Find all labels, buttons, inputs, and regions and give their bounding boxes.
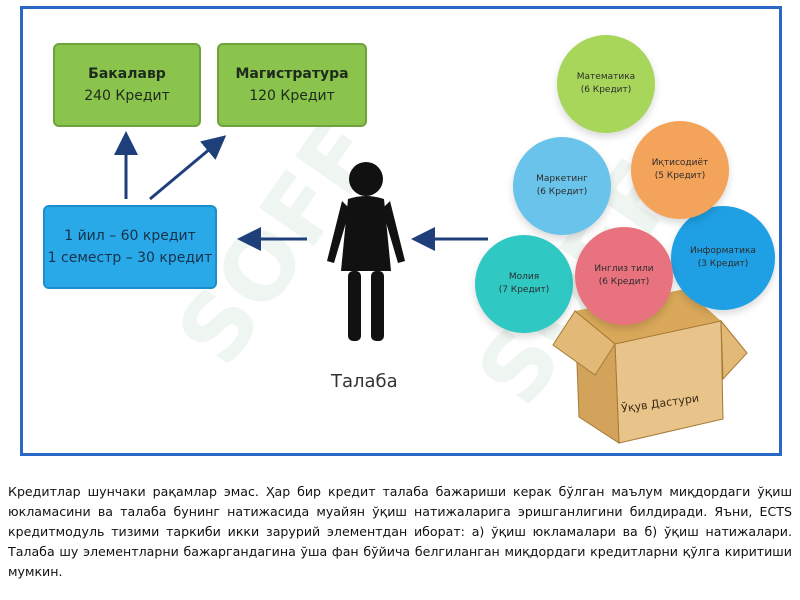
rule-line-1: 1 йил – 60 кредит: [64, 228, 196, 244]
connector-arrows: [114, 131, 748, 444]
subject-credits: (6 Кредит): [598, 277, 650, 287]
subject-name: Молия: [508, 271, 540, 282]
credit-rule-box: 1 йил – 60 кредит 1 семестр – 30 кредит: [43, 205, 217, 289]
subject-credits: (6 Кредит): [536, 187, 588, 197]
student-figure-icon: [327, 162, 405, 341]
master-title: Магистратура: [235, 66, 349, 82]
subject-credits: (3 Кредит): [697, 259, 749, 269]
subject-circle-finance: Молия (7 Кредит): [475, 235, 573, 333]
rule-line-2: 1 семестр – 30 кредит: [47, 250, 213, 266]
description-paragraph: Кредитлар шунчаки рақамлар эмас. Ҳар бир…: [8, 484, 792, 579]
subject-circle-english: Инглиз тили (6 Кредит): [575, 227, 673, 325]
subject-credits: (5 Кредит): [654, 171, 706, 181]
bachelor-box: Бакалавр 240 Кредит: [53, 43, 201, 127]
master-box: Магистратура 120 Кредит: [217, 43, 367, 127]
subject-name: Информатика: [690, 245, 756, 256]
student-label: Талаба: [331, 371, 398, 392]
bachelor-title: Бакалавр: [88, 66, 166, 82]
subject-circle-marketing: Маркетинг (6 Кредит): [513, 137, 611, 235]
arrow-to-master: [149, 135, 227, 201]
subject-circle-economics: Иқтисодиёт (5 Кредит): [631, 121, 729, 219]
subject-credits: (6 Кредит): [580, 85, 632, 95]
subject-circle-math: Математика (6 Кредит): [557, 35, 655, 133]
subject-name: Маркетинг: [536, 173, 588, 184]
subject-name: Математика: [576, 71, 636, 82]
subject-name: Инглиз тили: [594, 263, 654, 274]
diagram-frame: SOFF SOFF Бакалавр 240 Кредит Магистрату…: [20, 6, 782, 456]
subject-circle-informatics: Информатика (3 Кредит): [671, 206, 775, 310]
bachelor-credits: 240 Кредит: [84, 88, 170, 104]
master-credits: 120 Кредит: [249, 88, 335, 104]
subject-credits: (7 Кредит): [498, 285, 550, 295]
subject-name: Иқтисодиёт: [651, 157, 709, 168]
